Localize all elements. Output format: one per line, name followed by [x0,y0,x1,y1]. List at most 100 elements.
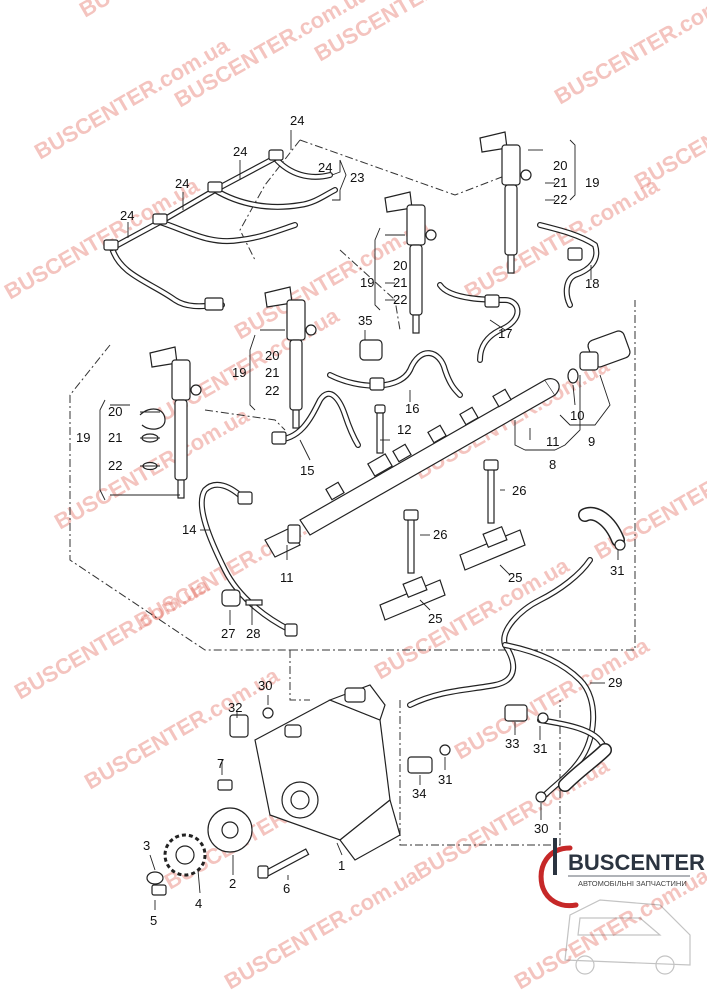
callout-5: 5 [150,913,157,928]
callout-19: 19 [360,275,374,290]
callout-3: 3 [143,838,150,853]
boundary-line [69,344,290,651]
callout-30: 30 [534,821,548,836]
glow-plug-harness [103,149,338,311]
callout-20: 20 [393,258,407,273]
callout-7: 7 [217,756,224,771]
van-icon [564,899,691,975]
callout-24: 24 [175,176,189,191]
callout-24: 24 [318,160,332,175]
callout-21: 21 [108,430,122,445]
callout-16: 16 [405,401,419,416]
clamp-icon [262,707,274,719]
pipe-nut-icon [484,294,500,308]
callout-25: 25 [428,611,442,626]
callout-20: 20 [265,348,279,363]
callout-22: 22 [553,192,567,207]
callout-25: 25 [508,570,522,585]
fuel-rail [299,378,560,536]
injector-left [149,346,202,499]
callout-32: 32 [228,700,242,715]
callout-21: 21 [265,365,279,380]
hose-icon [504,704,528,722]
long-bolt-icon [262,848,310,878]
connector-icon [268,149,284,161]
callout-19: 19 [232,365,246,380]
pump-drive-parts [146,779,310,896]
injector-middle-right [384,191,437,334]
rail-pressure-sensor [264,524,301,558]
high-pressure-lines [198,222,600,637]
clamp-icon [614,539,626,551]
callout-24: 24 [120,208,134,223]
callout-6: 6 [283,881,290,896]
watermark: BUSCENTER.com.ua [80,662,284,794]
callout-19: 19 [585,175,599,190]
callout-29: 29 [608,675,622,690]
logo-tagline: АВТОМОБІЛЬНІ ЗАПЧАСТИНИ [578,879,687,888]
callout-22: 22 [108,458,122,473]
callout-30: 30 [258,678,272,693]
boundary-line [204,409,286,431]
boundary-line [289,650,310,701]
connector-icon [204,297,224,311]
rail-brackets [379,459,526,621]
callout-20: 20 [108,404,122,419]
watermark: BUSCENTER.com.ua [220,862,424,994]
watermark: BUSCENTER.com.ua [370,552,574,684]
pipe-nut-icon [237,491,253,505]
pipe-nut-icon [567,247,583,261]
callout-24: 24 [290,113,304,128]
logo-name: BUSCENTER [568,850,705,875]
callout-15: 15 [300,463,314,478]
watermark: BUSCENTER.com.ua [590,432,707,564]
bolt-head-icon [217,779,233,791]
callout-33: 33 [505,736,519,751]
callout-28: 28 [246,626,260,641]
watermark: BUSCENTER.com.ua [0,172,204,304]
connector-icon [103,239,119,251]
hose-icon [407,756,433,774]
callout-19: 19 [76,430,90,445]
clamp-icon [537,712,549,724]
connector-icon [152,213,168,225]
injector-middle-left [264,286,317,429]
callout-20: 20 [553,158,567,173]
callout-27: 27 [221,626,235,641]
callout-4: 4 [195,896,202,911]
callout-21: 21 [553,175,567,190]
washer-icon [146,871,164,885]
pipe-nut-icon [271,431,287,445]
callout-12: 12 [397,422,411,437]
clamp-icon [439,744,451,756]
callout-9: 9 [588,434,595,449]
callout-14: 14 [182,522,196,537]
callout-31: 31 [610,563,624,578]
callout-22: 22 [393,292,407,307]
callout-24: 24 [233,144,247,159]
hose-icon [229,714,249,738]
pressure-regulating-valve [567,330,631,384]
sensor-35 [359,339,383,361]
clamp-icon [535,791,547,803]
callout-labels: 24 24 24 24 24 2 3 20 21 22 19 20 21 22 1… [76,113,624,928]
return-lines [229,506,626,803]
boundary-line [399,700,561,846]
connector-icon [207,181,223,193]
bolt-head-icon [151,884,167,896]
callout-2: 2 [229,876,236,891]
callout-21: 21 [393,275,407,290]
watermark: BUSCENTER.com.ua [550,0,707,109]
callout-31: 31 [533,741,547,756]
pipe-nut-icon [284,623,298,637]
callout-11: 11 [280,570,294,585]
high-pressure-pump [254,684,401,861]
boundary-line [299,139,521,196]
callout-35: 35 [358,313,372,328]
callout-22: 22 [265,383,279,398]
buscenter-logo: BUSCENTER АВТОМОБІЛЬНІ ЗАПЧАСТИНИ [538,838,705,975]
callout-18: 18 [585,276,599,291]
pipe-clamp-27 [221,589,263,607]
bolt-12 [374,404,386,454]
